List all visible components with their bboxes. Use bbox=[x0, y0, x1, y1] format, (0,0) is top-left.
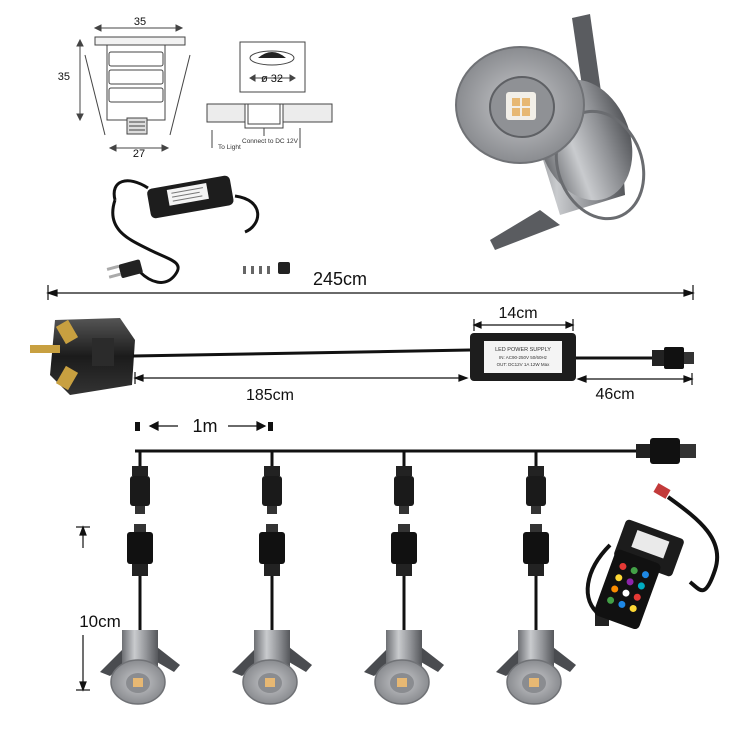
dimension-drawing bbox=[76, 24, 191, 152]
ir-remote-icon bbox=[594, 549, 661, 630]
led-light-unit bbox=[496, 451, 576, 705]
waterproof-connector-icon bbox=[652, 347, 694, 369]
led-light-unit bbox=[232, 451, 312, 705]
output-cable-dimension bbox=[576, 373, 694, 385]
plug-cable-label: 185cm bbox=[246, 387, 294, 404]
total-length-label: 245cm bbox=[313, 269, 367, 289]
led-light-unit bbox=[100, 451, 180, 705]
led-spotlight-icon bbox=[455, 14, 646, 250]
total-length-dimension bbox=[46, 285, 695, 300]
screw-icon bbox=[243, 262, 290, 274]
psu-label-line1: LED POWER SUPPLY bbox=[495, 347, 551, 353]
psu-label-line2: IN: AC90-250V 50/60Hz bbox=[499, 355, 548, 360]
power-supply-top-illustration bbox=[106, 175, 260, 284]
connect-dc-label: Connect to DC 12V bbox=[242, 138, 299, 145]
to-light-label: To Light bbox=[218, 144, 241, 151]
height-label: 35 bbox=[58, 71, 70, 83]
hole-drawing bbox=[206, 41, 333, 148]
psu-label-line3: OUT: DC12V 1A 12W Max bbox=[497, 362, 551, 367]
hole-diameter-label: ø 32 bbox=[261, 73, 283, 85]
waterproof-connector-icon bbox=[636, 438, 696, 464]
light-spacing-dimension bbox=[135, 421, 273, 431]
light-string bbox=[100, 451, 576, 705]
power-supply-icon bbox=[470, 333, 576, 381]
psu-length-dimension bbox=[472, 319, 575, 331]
led-light-unit bbox=[364, 451, 444, 705]
drop-cable-dimension bbox=[76, 525, 90, 692]
drop-cable-label: 10cm bbox=[79, 612, 121, 631]
psu-length-label: 14cm bbox=[498, 305, 537, 322]
plug-cable-dimension bbox=[133, 372, 469, 384]
mains-cable bbox=[132, 348, 471, 358]
uk-plug-icon bbox=[30, 318, 135, 395]
light-spacing-label: 1m bbox=[192, 416, 217, 436]
width-bottom-label: 27 bbox=[133, 148, 145, 160]
output-cable-label: 46cm bbox=[595, 386, 634, 403]
width-top-label: 35 bbox=[134, 16, 146, 28]
